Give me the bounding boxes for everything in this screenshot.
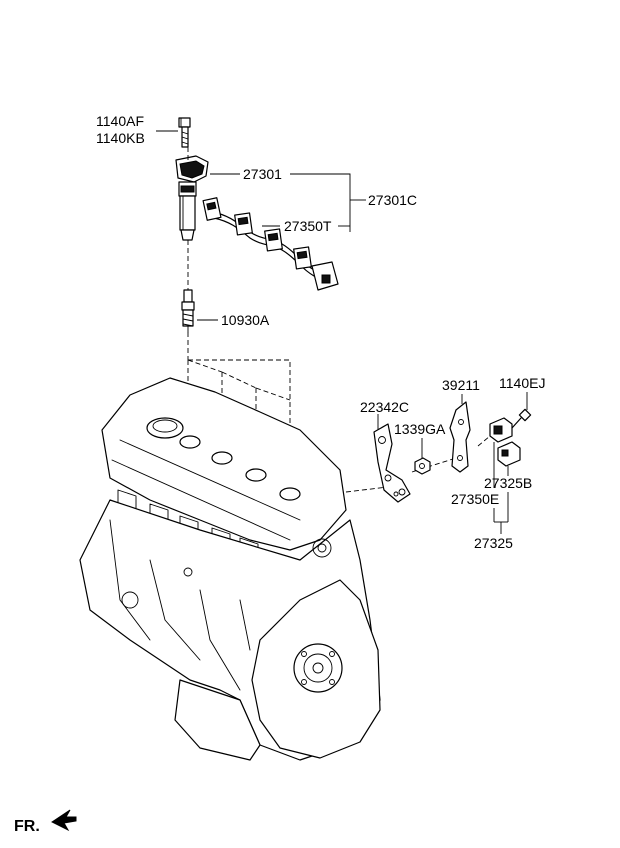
engine-block-icon — [79, 377, 381, 761]
label-27301: 27301 — [243, 166, 282, 182]
label-27350e: 27350E — [451, 491, 500, 507]
spark-plug-icon — [181, 289, 195, 333]
sensor-connector-icon — [497, 441, 521, 467]
front-direction-arrow-icon — [51, 809, 77, 832]
wiring-harness-icon — [202, 197, 339, 291]
label-22342c: 22342C — [360, 399, 410, 415]
front-direction-label: FR. — [14, 818, 40, 835]
label-1140ej: 1140EJ — [499, 375, 546, 391]
bolt-icon — [178, 117, 191, 148]
label-27325b: 27325B — [484, 475, 533, 491]
nut-icon — [414, 457, 431, 475]
label-1140af: 1140AF — [96, 113, 144, 129]
label-1339ga: 1339GA — [394, 421, 446, 437]
sensor-icon — [489, 417, 513, 443]
label-39211: 39211 — [442, 377, 480, 393]
label-1140kb: 1140KB — [96, 130, 145, 146]
label-27350t: 27350T — [284, 218, 332, 234]
ignition-coil-icon — [175, 155, 209, 241]
bracket-icon — [373, 423, 411, 503]
label-10930a: 10930A — [221, 312, 270, 328]
label-27301c: 27301C — [368, 192, 418, 208]
bolt-icon — [511, 408, 532, 429]
label-27325: 27325 — [474, 535, 513, 551]
sensor-bracket-icon — [449, 401, 471, 473]
